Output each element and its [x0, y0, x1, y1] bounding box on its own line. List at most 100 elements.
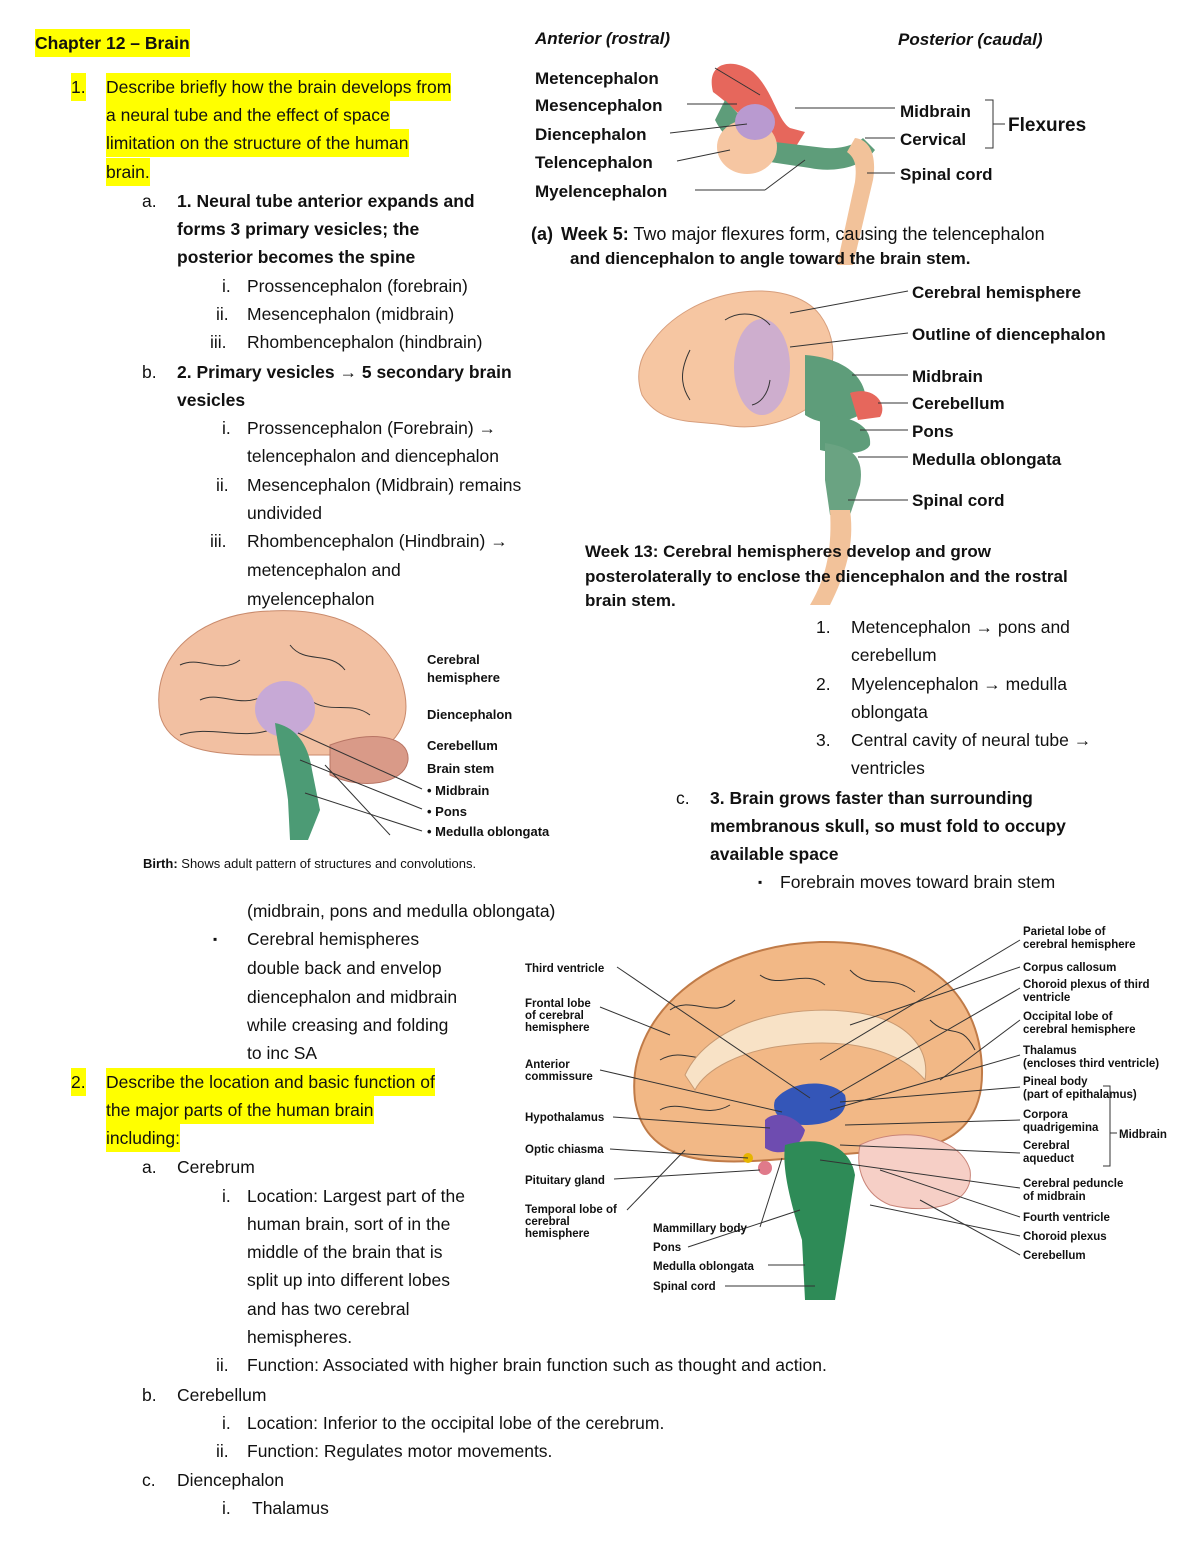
q1b-line-2: vesicles [177, 390, 246, 410]
pituitary-shape [758, 1161, 772, 1175]
q1b-i-line-1: Prossencephalon (Forebrain) → [247, 418, 497, 438]
birth-cerebellum-shape [329, 736, 409, 784]
diencephalon-outline-shape [734, 319, 790, 415]
q1a-ii-text: Mesencephalon (midbrain) [247, 304, 455, 324]
q1c-bullet-2-line-1: Cerebral hemispheres [247, 929, 420, 949]
q2a-ii-mark: ii. [216, 1355, 229, 1375]
label-temporal-lobe-1: Temporal lobe of [525, 1204, 617, 1216]
sagittal-figure: Third ventricle Frontal lobe of cerebral… [525, 926, 1167, 1300]
label-anterior-commissure-2: commissure [525, 1071, 593, 1083]
label-spinal-cord-w13: Spinal cord [912, 491, 1005, 510]
label-diencephalon-birth: Diencephalon [427, 707, 512, 722]
label-frontal-lobe-3: hemisphere [525, 1022, 590, 1034]
q1c-line-3: available space [710, 844, 839, 864]
q2-line-1: Describe the location and basic function… [106, 1068, 435, 1097]
q1b-i-mark: i. [222, 418, 231, 438]
q2a-i-line-3: middle of the brain that is [247, 1242, 443, 1262]
label-thalamus-2: (encloses third ventricle) [1023, 1058, 1159, 1070]
q1a-iii-text: Rhombencephalon (hindbrain) [247, 332, 483, 352]
diencephalon-shape [735, 104, 775, 140]
q2a-i-line-5: and has two cerebral [247, 1299, 410, 1319]
q2a-i-line-6: hemispheres. [247, 1327, 353, 1347]
label-corpus-callosum: Corpus callosum [1023, 962, 1116, 974]
label-corpora-1: Corpora [1023, 1109, 1068, 1121]
q1b-iii-line-1: Rhombencephalon (Hindbrain) → [247, 531, 508, 551]
label-optic-chiasma: Optic chiasma [525, 1144, 604, 1156]
birth-brainstem-shape [275, 723, 320, 840]
q1c-bullet-1-glyph: ▪ [758, 875, 763, 889]
label-frontal-lobe-2: of cerebral [525, 1010, 584, 1022]
q1b-mark: b. [142, 362, 157, 382]
label-pons-w13: Pons [912, 422, 954, 441]
label-medulla-sag: Medulla oblongata [653, 1261, 755, 1273]
right-list-2-line-1: Myelencephalon → medulla [851, 674, 1067, 694]
right-list-2-mark: 2. [816, 674, 831, 694]
label-spinal-cord-w5: Spinal cord [900, 165, 993, 184]
q1a-line-2: forms 3 primary vesicles; the [177, 219, 420, 239]
label-myelencephalon: Myelencephalon [535, 182, 667, 201]
spinal-shape [837, 138, 875, 265]
label-pons-birth: • Pons [427, 804, 467, 819]
q1a-i-text: Prossencephalon (forebrain) [247, 276, 468, 296]
label-cerebral-hemisphere-w13: Cerebral hemisphere [912, 283, 1081, 302]
brainstem-shape-sag [784, 1141, 855, 1300]
q1c-mark: c. [676, 788, 690, 808]
q1b-ii-line-1: Mesencephalon (Midbrain) remains [247, 475, 522, 495]
label-hypothalamus: Hypothalamus [525, 1112, 604, 1124]
q1c-line-2: membranous skull, so must fold to occupy [710, 816, 1066, 836]
label-outline-diencephalon: Outline of diencephalon [912, 325, 1106, 344]
q2c-i-text: Thalamus [252, 1498, 329, 1518]
q2b-ii-text: Function: Regulates motor movements. [247, 1441, 553, 1461]
q2c-i-mark: i. [222, 1498, 231, 1518]
label-parietal-2: cerebral hemisphere [1023, 939, 1136, 951]
q2a-mark: a. [142, 1157, 157, 1177]
label-mammillary-body: Mammillary body [653, 1223, 748, 1235]
label-third-ventricle: Third ventricle [525, 963, 604, 975]
label-cerebral-line-2: hemisphere [427, 670, 500, 685]
label-midbrain-w13: Midbrain [912, 367, 983, 386]
birth-diencephalon-shape [255, 681, 315, 737]
label-choroid-third-1: Choroid plexus of third [1023, 979, 1150, 991]
label-pons-sag: Pons [653, 1242, 681, 1254]
label-frontal-lobe-1: Frontal lobe [525, 998, 591, 1010]
q1-line-3: limitation on the structure of the human [106, 129, 409, 158]
cerebellum-shape-sag [858, 1134, 971, 1210]
posterior-label: Posterior (caudal) [898, 30, 1043, 49]
label-midbrain-birth: • Midbrain [427, 783, 489, 798]
label-midbrain-flexure: Midbrain [900, 102, 971, 121]
week13-caption-line-2: posterolaterally to enclose the dienceph… [585, 567, 1068, 586]
q1-line-4: brain. [106, 158, 150, 187]
label-parietal-1: Parietal lobe of [1023, 926, 1106, 938]
right-list-3-line-1: Central cavity of neural tube → [851, 730, 1092, 750]
corpus-callosum-shape [684, 1009, 927, 1091]
q2b-mark: b. [142, 1385, 157, 1405]
q1a-line-1: 1. Neural tube anterior expands and [177, 191, 475, 211]
right-list-3-line-2: ventricles [851, 758, 925, 778]
label-pituitary-gland: Pituitary gland [525, 1175, 605, 1187]
q1c-bullet-2-line-5: to inc SA [247, 1043, 318, 1063]
q1a-line-3: posterior becomes the spine [177, 247, 416, 267]
label-medulla-w13: Medulla oblongata [912, 450, 1062, 469]
thalamus-shape [774, 1083, 846, 1125]
midbrain-shape-w13 [805, 355, 865, 423]
q2a-i-mark: i. [222, 1186, 231, 1206]
q1a-mark: a. [142, 191, 157, 211]
q2a-i-line-4: split up into different lobes [247, 1270, 451, 1290]
right-list-1-mark: 1. [816, 617, 831, 637]
label-pineal-2: (part of epithalamus) [1023, 1089, 1137, 1101]
q1-number: 1. [71, 73, 86, 102]
q2b-text: Cerebellum [177, 1385, 267, 1405]
q1b-iii-line-2: metencephalon and [247, 560, 401, 580]
q1c-bullet-1-continuation: (midbrain, pons and medulla oblongata) [247, 901, 556, 921]
week13-figure: Cerebral hemisphere Outline of diencepha… [585, 283, 1106, 610]
week13-caption-line-3: brain stem. [585, 591, 676, 610]
anterior-label: Anterior (rostral) [534, 29, 670, 48]
label-cerebral-line-1: Cerebral [427, 652, 480, 667]
q2b-i-mark: i. [222, 1413, 231, 1433]
q1c-bullet-2-line-3: diencephalon and midbrain [247, 987, 458, 1007]
label-metencephalon: Metencephalon [535, 69, 659, 88]
label-peduncle-1: Cerebral peduncle [1023, 1178, 1123, 1190]
spinal-cord-shape-w13 [810, 510, 852, 605]
label-midbrain-bracket: Midbrain [1119, 1129, 1167, 1141]
label-diencephalon: Diencephalon [535, 125, 646, 144]
